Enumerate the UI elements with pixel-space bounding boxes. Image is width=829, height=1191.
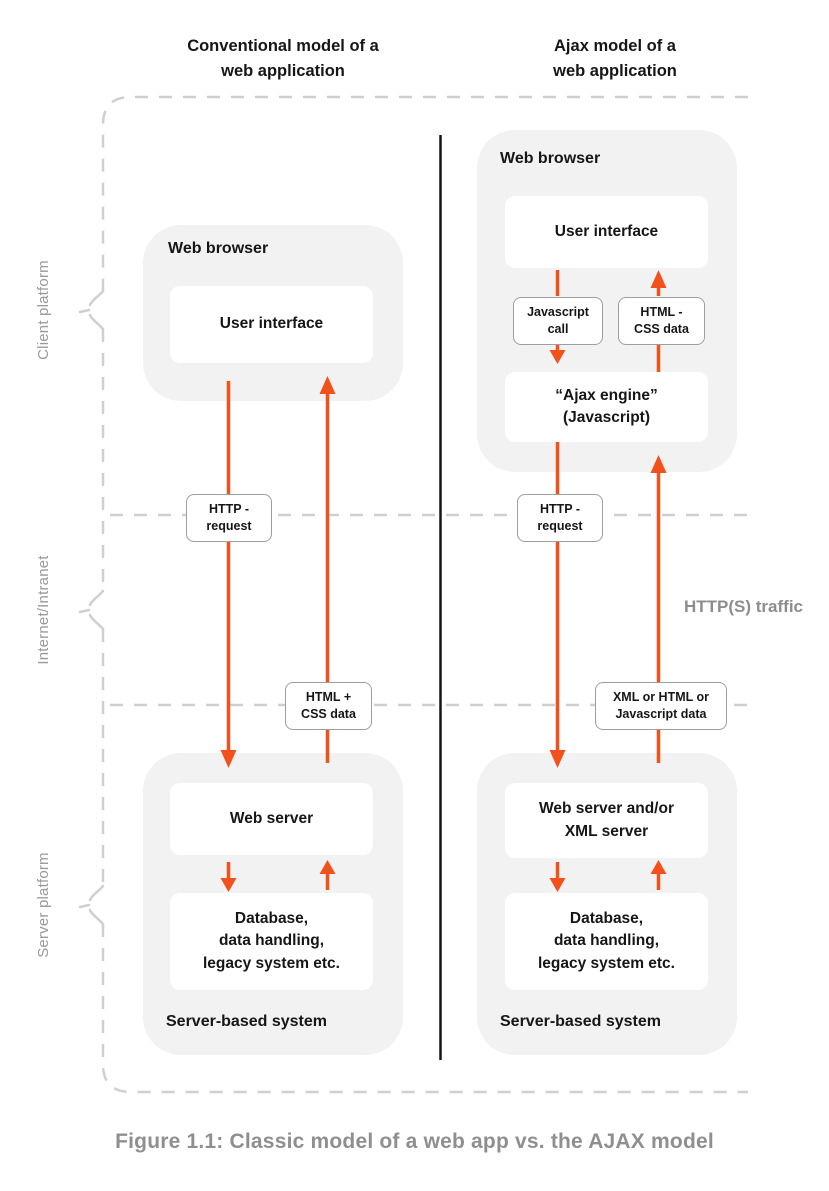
arrow-ajax-db-server-up (650, 860, 667, 890)
ajax-engine-box: “Ajax engine” (Javascript) (505, 372, 708, 442)
arrow-classic-request-down (220, 381, 237, 768)
brace-notch-internet (78, 589, 105, 631)
classic-web-server-box: Web server (170, 783, 373, 855)
classic-web-browser-label: Web browser (168, 240, 269, 257)
ajax-web-server-box: Web server and/or XML server (505, 783, 708, 858)
classic-user-interface-box: User interface (170, 286, 373, 363)
ajax-javascript-call-tag: Javascript call (513, 297, 603, 345)
arrow-ajax-request-down (549, 442, 566, 768)
arrow-ajax-server-db-down (549, 862, 566, 892)
classic-column-title: Conventional model of a web application (187, 37, 379, 80)
classic-server-based-system-label: Server-based system (166, 1013, 327, 1030)
ajax-web-browser-label: Web browser (500, 150, 601, 167)
https-traffic-note: HTTP(S) traffic (684, 597, 803, 616)
ajax-user-interface-box: User interface (505, 196, 708, 268)
ajax-database-box: Database, data handling, legacy system e… (505, 893, 708, 990)
arrow-classic-db-server-up (319, 860, 336, 890)
classic-html-css-data-tag: HTML + CSS data (285, 682, 372, 730)
ajax-http-request-tag: HTTP - request (517, 494, 603, 542)
brace-notch-client (78, 289, 105, 331)
classic-http-request-tag: HTTP - request (186, 494, 272, 542)
arrow-classic-server-db-down (220, 862, 237, 892)
ajax-column-title: Ajax model of a web application (553, 37, 677, 80)
brace-notch-server (78, 884, 105, 926)
ajax-html-css-data-tag: HTML - CSS data (618, 297, 705, 345)
figure-caption: Figure 1.1: Classic model of a web app v… (115, 1130, 714, 1153)
arrow-ajax-htmlcss-ui-up (650, 270, 667, 296)
ajax-server-based-system-label: Server-based system (500, 1013, 661, 1030)
arrow-ajax-jscall-engine-down (549, 344, 566, 364)
classic-database-box: Database, data handling, legacy system e… (170, 893, 373, 990)
ajax-xml-data-tag: XML or HTML or Javascript data (595, 682, 727, 730)
